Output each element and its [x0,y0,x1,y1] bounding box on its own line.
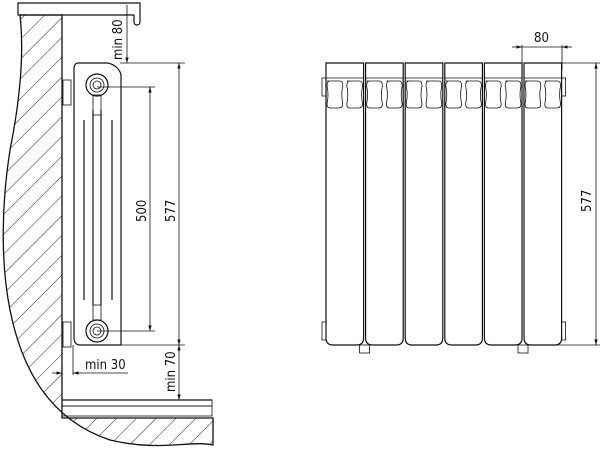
radiator-section [404,62,444,346]
dim-min-30: min 30 [85,358,126,373]
wall-bracket-top [62,79,72,106]
top-connection-icon [85,73,109,97]
dim-min-70: min 70 [164,351,179,392]
window-sill [17,2,141,26]
dim-min-80: min 80 [111,19,126,60]
radiator-section [523,62,563,346]
radiator-section [365,62,404,346]
dim-80: 80 [534,31,549,46]
radiator-section [325,62,365,346]
dim-500: 500 [135,200,150,222]
front-dimensions [512,45,600,346]
side-dimensions [52,5,185,400]
pipe-fitting-icon [517,344,529,354]
floor [61,399,213,417]
wall-bracket-bottom [62,321,72,348]
radiator-section [483,62,523,346]
dim-577-side: 577 [164,200,179,222]
wall [2,14,214,447]
pipe-fitting-icon [359,344,371,354]
dim-577-front: 577 [580,190,595,212]
radiator-section [444,62,483,346]
radiator-front-view [321,62,566,354]
radiator-side-view [62,62,122,348]
